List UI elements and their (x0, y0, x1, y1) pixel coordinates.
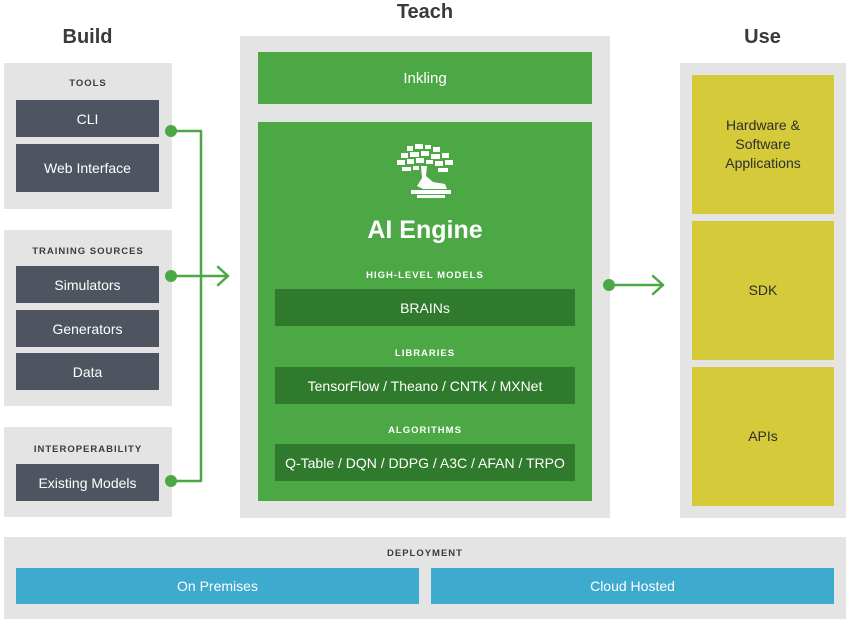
algorithms-box[interactable]: Q-Table / DQN / DDPG / A3C / AFAN / TRPO (275, 444, 575, 481)
build-title: Build (62, 26, 113, 48)
training-sources-label: TRAINING SOURCES (32, 246, 144, 257)
algorithms-label: ALGORITHMS (388, 425, 462, 436)
inkling-box[interactable]: Inkling (258, 52, 592, 104)
teach-to-use-arrowhead (651, 274, 665, 296)
build-to-teach-arrowhead (216, 265, 230, 287)
training-sources-panel: TRAINING SOURCES Simulators Generators D… (4, 230, 172, 406)
tools-label: TOOLS (69, 78, 107, 89)
apis-box[interactable]: APIs (692, 367, 834, 506)
cli-button[interactable]: CLI (16, 100, 159, 137)
hardware-software-applications-box[interactable]: Hardware & Software Applications (692, 75, 834, 214)
sdk-box[interactable]: SDK (692, 221, 834, 360)
existing-models-button[interactable]: Existing Models (16, 464, 159, 501)
generators-button[interactable]: Generators (16, 310, 159, 347)
teach-panel: Inkling AI Engine HIGH-LEVEL MODELS BRAI… (240, 36, 610, 518)
cloud-hosted-box[interactable]: Cloud Hosted (431, 568, 834, 604)
bonsai-tree-icon (397, 144, 453, 198)
high-level-models-label: HIGH-LEVEL MODELS (366, 270, 484, 281)
teach-title: Teach (396, 1, 454, 23)
simulators-connector-dot (165, 270, 177, 282)
libraries-label: LIBRARIES (394, 348, 456, 359)
libraries-box[interactable]: TensorFlow / Theano / CNTK / MXNet (275, 367, 575, 404)
build-bracket-line (169, 129, 203, 483)
interoperability-panel: INTEROPERABILITY Existing Models (4, 427, 172, 517)
tools-panel: TOOLS CLI Web Interface (4, 63, 172, 209)
simulators-button[interactable]: Simulators (16, 266, 159, 303)
cli-connector-dot (165, 125, 177, 137)
ai-engine-title: AI Engine (367, 216, 483, 244)
use-title: Use (744, 26, 781, 48)
ai-engine-box: AI Engine HIGH-LEVEL MODELS BRAINs LIBRA… (258, 122, 592, 501)
brains-box[interactable]: BRAINs (275, 289, 575, 326)
deployment-label: DEPLOYMENT (387, 548, 463, 559)
deployment-panel: DEPLOYMENT On Premises Cloud Hosted (4, 537, 846, 619)
existing-models-connector-dot (165, 475, 177, 487)
use-panel: Hardware & Software Applications SDK API… (680, 63, 846, 518)
engine-connector-dot (603, 279, 615, 291)
data-button[interactable]: Data (16, 353, 159, 390)
web-interface-button[interactable]: Web Interface (16, 144, 159, 192)
interoperability-label: INTEROPERABILITY (33, 444, 143, 455)
on-premises-box[interactable]: On Premises (16, 568, 419, 604)
